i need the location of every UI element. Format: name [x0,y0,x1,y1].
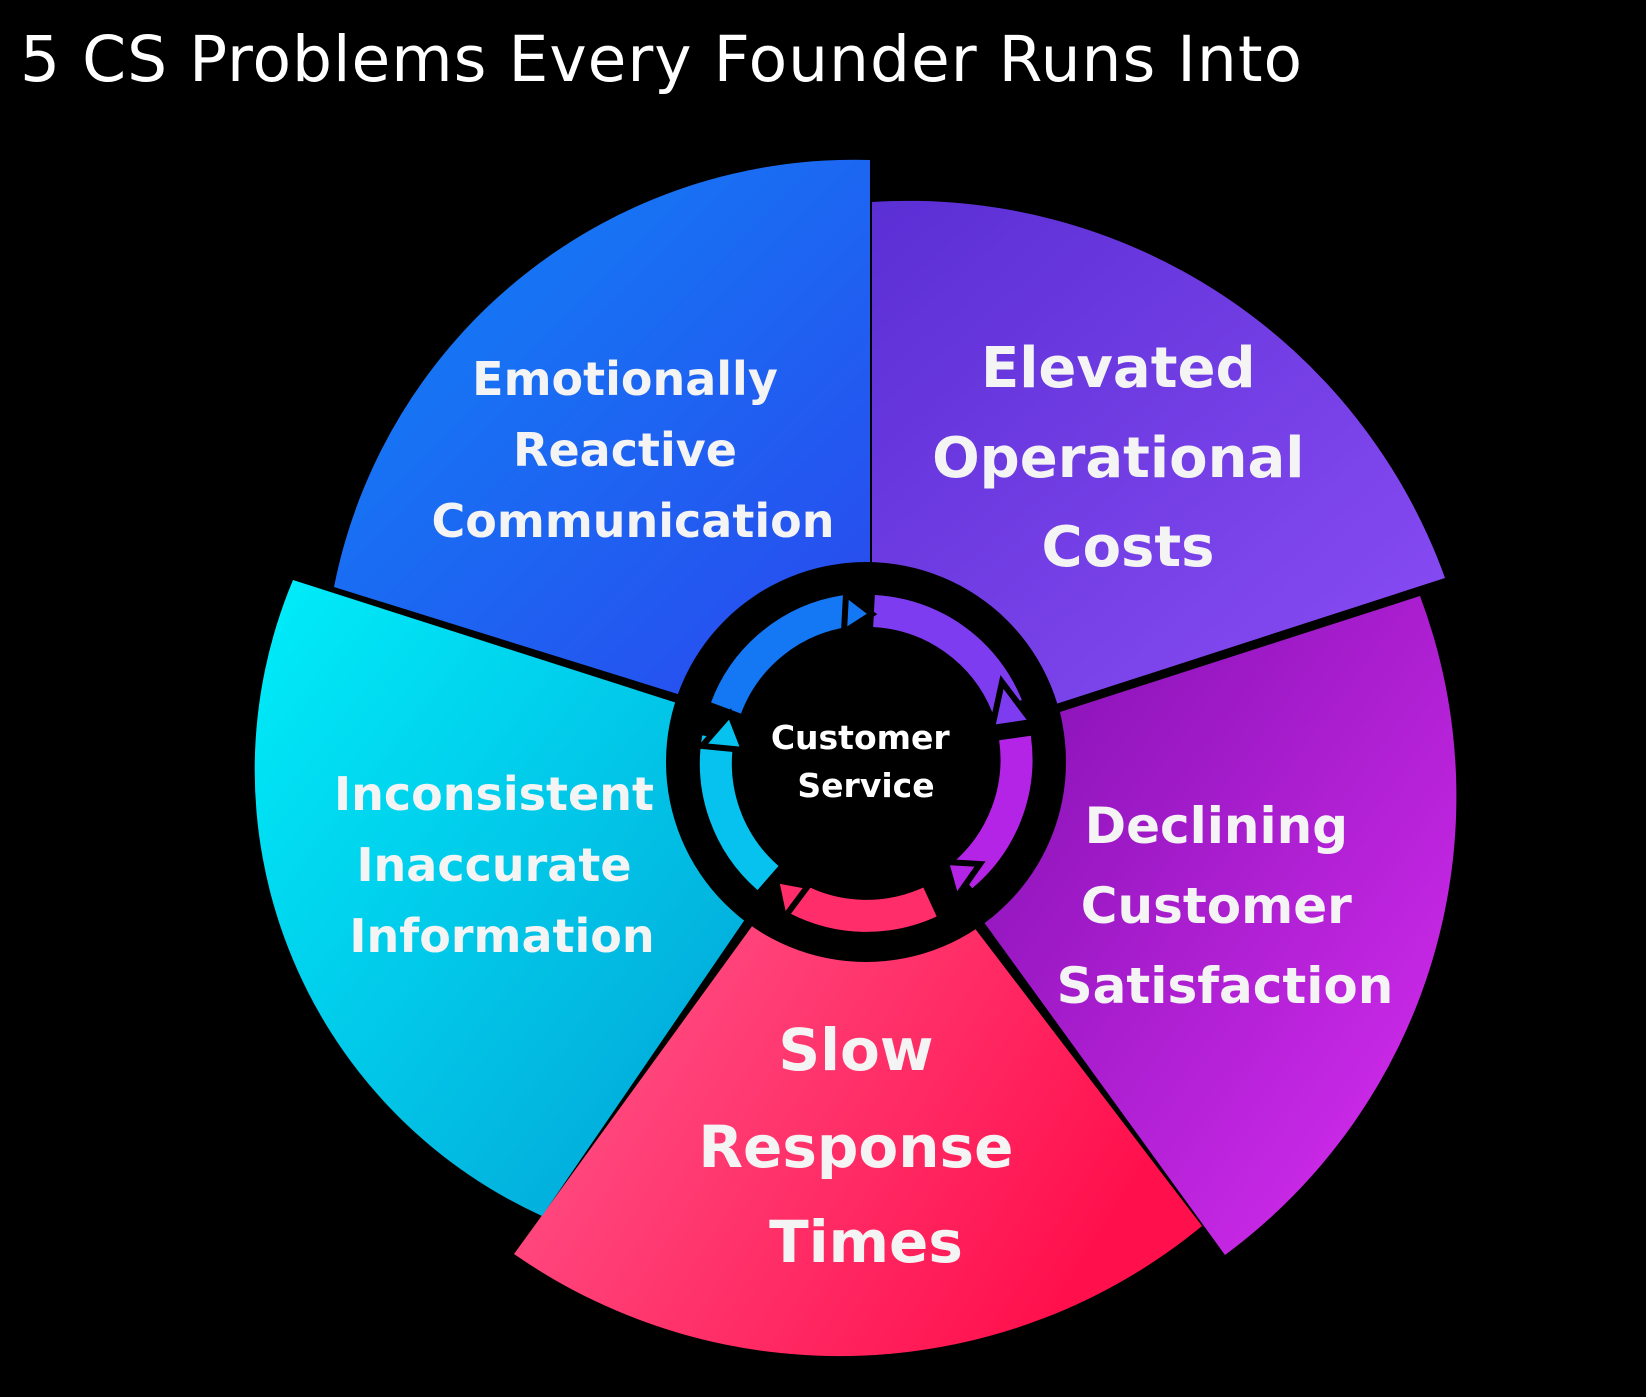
label-line: Elevated [981,336,1256,401]
label-line: Information [349,909,654,963]
label-line: Inconsistent [334,767,654,821]
label-declining-customer-satisfaction: Declining Customer Satisfaction [1057,797,1394,1015]
label-line: Reactive [513,423,737,477]
label-line: Operational [932,426,1304,491]
label-line: Communication [432,494,835,548]
hub-center [742,638,990,886]
label-line: Times [769,1208,963,1276]
label-line: Satisfaction [1057,957,1394,1015]
page-title: 5 CS Problems Every Founder Runs Into [20,23,1304,96]
cycle-arrowheads [695,588,1038,926]
label-line: Customer [1081,877,1352,935]
label-inconsistent-inaccurate-information: Inconsistent Inaccurate Information [334,767,670,963]
segment-elevated-operational-costs [872,200,1445,704]
label-line: Inaccurate [356,838,631,892]
segment-emotionally-reactive-communication [334,159,870,697]
label-line: Slow [778,1016,933,1084]
label-line: Declining [1085,797,1348,855]
hub-label: Customer Service [771,718,961,805]
segment-slow-response-times [514,918,1202,1357]
segment-inconsistent-inaccurate-information [254,580,750,1216]
label-slow-response-times: Slow Response Times [698,1016,1033,1276]
label-line: Response [698,1113,1013,1181]
label-line: Costs [1041,515,1214,580]
hub-label-line-2: Service [797,766,934,805]
label-emotionally-reactive-communication: Emotionally Reactive Communication [432,352,835,548]
label-line: Emotionally [472,352,778,406]
hub-label-line-1: Customer [771,718,951,757]
segment-declining-customer-satisfaction [978,596,1457,1255]
label-elevated-operational-costs: Elevated Operational Costs [932,336,1324,580]
